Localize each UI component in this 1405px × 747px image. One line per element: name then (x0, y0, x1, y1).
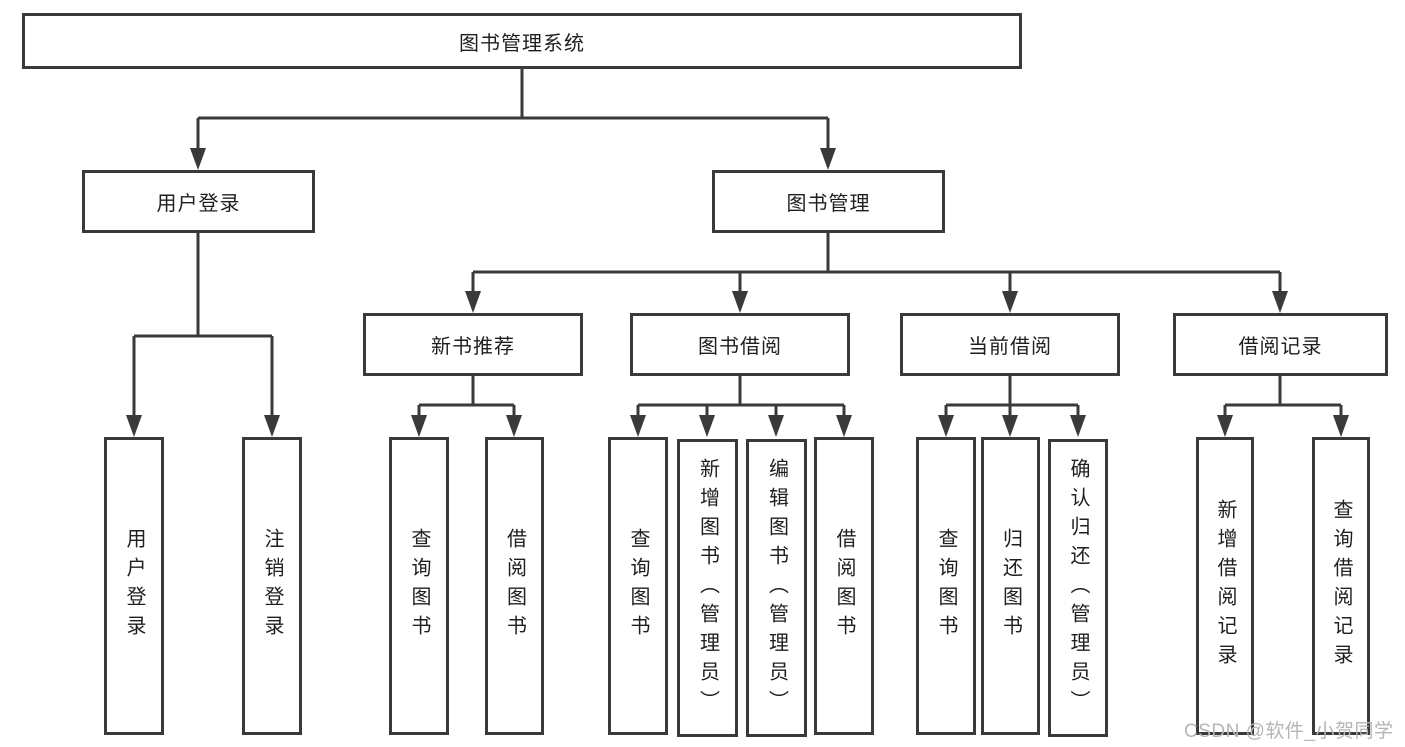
node-label: 新增借阅记录 (1214, 499, 1236, 673)
connector-root-to-level2 (190, 69, 836, 170)
node-book-mgmt: 图书管理 (712, 170, 945, 233)
leaf-borrow-books: 借阅图书 (814, 437, 874, 735)
leaf-query-books-current: 查询图书 (916, 437, 976, 735)
leaf-query-books-recommend: 查询图书 (389, 437, 449, 735)
node-label: 新书推荐 (431, 336, 515, 358)
node-label: 新增图书（管理员） (696, 457, 719, 719)
node-label: 查询图书 (935, 528, 957, 644)
node-borrow-records: 借阅记录 (1173, 313, 1388, 376)
connector-mgmt-to-level3 (465, 233, 1288, 313)
node-label: 借阅图书 (833, 528, 855, 644)
node-label: 查询图书 (408, 528, 430, 644)
leaf-query-borrow-record: 查询借阅记录 (1312, 437, 1370, 735)
node-label: 查询图书 (627, 528, 649, 644)
leaf-query-books-borrow: 查询图书 (608, 437, 668, 735)
node-label: 借阅图书 (503, 528, 526, 644)
leaf-borrow-books-recommend: 借阅图书 (485, 437, 544, 735)
node-label: 注销登录 (261, 528, 283, 644)
node-label: 归还图书 (999, 528, 1022, 644)
node-label: 图书借阅 (698, 336, 782, 358)
leaf-add-books-admin: 新增图书（管理员） (677, 439, 738, 737)
node-user-login: 用户登录 (82, 170, 315, 233)
leaf-user-login: 用户登录 (104, 437, 164, 735)
node-label: 图书管理 (786, 193, 871, 215)
leaf-confirm-return-admin: 确认归还（管理员） (1048, 439, 1108, 737)
connector-current-to-children (938, 376, 1086, 437)
node-label: 确认归还（管理员） (1067, 457, 1089, 719)
leaf-edit-books-admin: 编辑图书（管理员） (746, 439, 807, 737)
node-new-book-recommend: 新书推荐 (363, 313, 583, 376)
connector-borrow-to-children (630, 376, 852, 437)
leaf-add-borrow-record: 新增借阅记录 (1196, 437, 1254, 735)
connector-recommend-to-children (411, 376, 522, 437)
node-root: 图书管理系统 (22, 13, 1022, 69)
node-label: 图书管理系统 (459, 32, 585, 55)
node-label: 当前借阅 (968, 336, 1052, 358)
node-label: 借阅记录 (1238, 336, 1323, 358)
leaf-logout: 注销登录 (242, 437, 302, 735)
csdn-watermark: CSDN @软件_小贺同学 (1184, 721, 1394, 742)
node-current-borrow: 当前借阅 (900, 313, 1120, 376)
node-label: 用户登录 (123, 528, 145, 644)
connector-login-to-children (126, 233, 280, 437)
node-label: 查询借阅记录 (1330, 499, 1352, 673)
node-label: 用户登录 (156, 193, 241, 215)
connector-records-to-children (1217, 376, 1349, 437)
node-book-borrow: 图书借阅 (630, 313, 850, 376)
node-label: 编辑图书（管理员） (765, 457, 788, 719)
leaf-return-books: 归还图书 (981, 437, 1040, 735)
